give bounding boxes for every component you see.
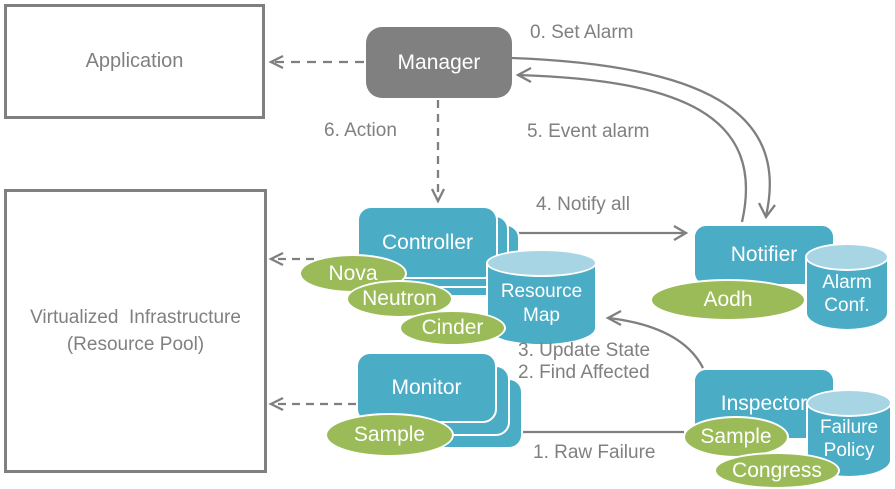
curve-update-state bbox=[608, 316, 705, 369]
congress-label: Congress bbox=[732, 458, 822, 482]
failure-policy-cylinder-top bbox=[806, 389, 892, 417]
inspector-label: Inspector bbox=[720, 392, 808, 415]
neutron-plugin-oval: Neutron bbox=[346, 280, 453, 318]
resource-map-label-line2: Map bbox=[523, 304, 560, 326]
arc-set-alarm bbox=[511, 56, 771, 217]
flow-label-update-state: 3. Update State bbox=[518, 340, 651, 361]
sample-monitor-plugin-oval: Sample bbox=[325, 413, 454, 457]
arc-event-alarm bbox=[517, 73, 748, 223]
aodh-label: Aodh bbox=[703, 288, 753, 311]
resource-map-label-line1: Resource bbox=[500, 280, 583, 302]
alarm-conf-label-line1: Alarm bbox=[822, 272, 872, 293]
virtualized-infrastructure-box: Virtualized Infrastructure (Resource Poo… bbox=[4, 189, 267, 473]
arrowhead-to-controller bbox=[430, 188, 446, 204]
sample-inspector-label: Sample bbox=[700, 425, 772, 448]
nova-label: Nova bbox=[328, 261, 378, 285]
resource-map-cylinder: Resource Map bbox=[486, 249, 597, 346]
sample-monitor-label: Sample bbox=[353, 423, 426, 446]
arrowhead-notify-all bbox=[673, 225, 689, 241]
flow-label-find-affected: 2. Find Affected bbox=[518, 362, 650, 383]
congress-plugin-oval: Congress bbox=[714, 452, 840, 489]
alarm-conf-cylinder: Alarm Conf. bbox=[805, 243, 889, 331]
application-box: Application bbox=[4, 4, 265, 119]
application-label: Application bbox=[85, 50, 184, 72]
virtualized-infrastructure-label-line1: Virtualized Infrastructure bbox=[30, 307, 241, 328]
failure-policy-label-line1: Failure bbox=[819, 416, 879, 438]
alarm-conf-label-line2: Conf. bbox=[824, 295, 870, 316]
failure-policy-label: Failure Policy bbox=[806, 389, 892, 478]
resource-map-label: Resource Map bbox=[486, 249, 597, 346]
flow-label-event-alarm: 5. Event alarm bbox=[527, 121, 650, 142]
controller-label: Controller bbox=[381, 230, 474, 254]
arrowhead-to-infrastructure-upper bbox=[268, 251, 284, 267]
arrowhead-to-application bbox=[268, 54, 284, 70]
flow-label-notify-all: 4. Notify all bbox=[536, 194, 630, 215]
flow-label-raw-failure: 1. Raw Failure bbox=[533, 442, 656, 463]
virtualized-infrastructure-label-line2: (Resource Pool) bbox=[66, 334, 205, 355]
monitor-label: Monitor bbox=[391, 375, 462, 399]
failure-policy-label-line2: Policy bbox=[823, 439, 875, 461]
alarm-conf-cylinder-top bbox=[805, 243, 889, 271]
resource-map-cylinder-top bbox=[486, 249, 597, 277]
arrowhead-event-alarm bbox=[515, 66, 532, 84]
flow-label-set-alarm: 0. Set Alarm bbox=[530, 22, 634, 43]
cinder-label: Cinder bbox=[421, 316, 484, 339]
flow-label-action: 6. Action bbox=[324, 120, 397, 141]
alarm-conf-label: Alarm Conf. bbox=[805, 243, 889, 331]
arrowhead-update-state bbox=[605, 309, 622, 327]
cinder-plugin-oval: Cinder bbox=[399, 310, 506, 346]
monitor-node: Monitor bbox=[356, 352, 497, 423]
notifier-label: Notifier bbox=[730, 243, 798, 266]
aodh-plugin-oval: Aodh bbox=[650, 279, 806, 321]
sample-inspector-plugin-oval: Sample bbox=[683, 416, 789, 458]
arrowhead-set-alarm bbox=[757, 202, 776, 220]
manager-label: Manager bbox=[397, 50, 481, 74]
manager-node: Manager bbox=[366, 27, 512, 98]
arrowhead-to-infrastructure-lower bbox=[268, 396, 284, 412]
neutron-label: Neutron bbox=[362, 287, 437, 310]
